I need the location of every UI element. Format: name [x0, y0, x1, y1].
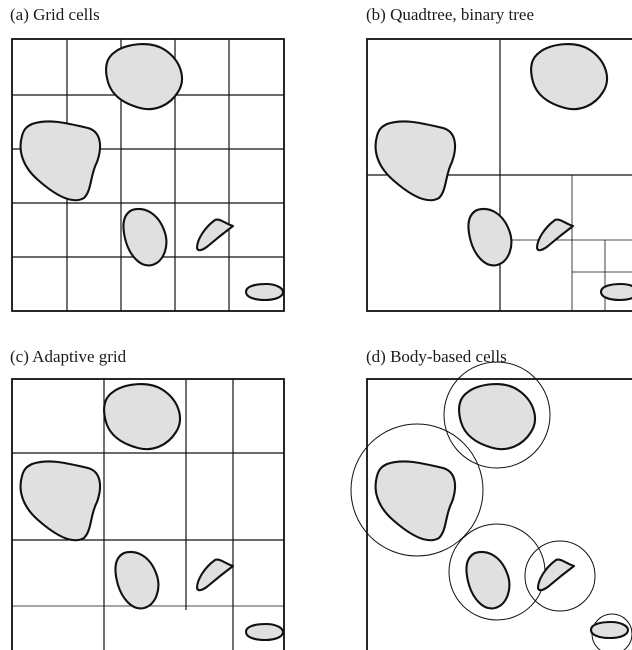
panel-b-quadtree	[367, 39, 632, 311]
body-2	[21, 461, 100, 540]
body-2	[376, 461, 455, 540]
body-1	[106, 44, 182, 109]
body-5	[591, 622, 628, 638]
panel-c-adaptive-grid	[12, 379, 284, 650]
body-4	[197, 220, 233, 251]
panel-a-grid-cells	[12, 39, 284, 311]
body-1	[104, 384, 180, 449]
body-3	[467, 552, 510, 608]
body-3	[469, 209, 512, 265]
body-5	[601, 284, 632, 300]
body-2	[376, 121, 455, 200]
body-1	[531, 44, 607, 109]
body-5	[246, 284, 283, 300]
body-4	[537, 220, 573, 251]
body-2	[21, 121, 100, 200]
body-5	[246, 624, 283, 640]
body-4	[197, 560, 233, 591]
body-1	[459, 384, 535, 449]
body-4	[538, 560, 574, 591]
panel-d-body-based-cells	[351, 362, 632, 650]
body-3	[116, 552, 159, 608]
